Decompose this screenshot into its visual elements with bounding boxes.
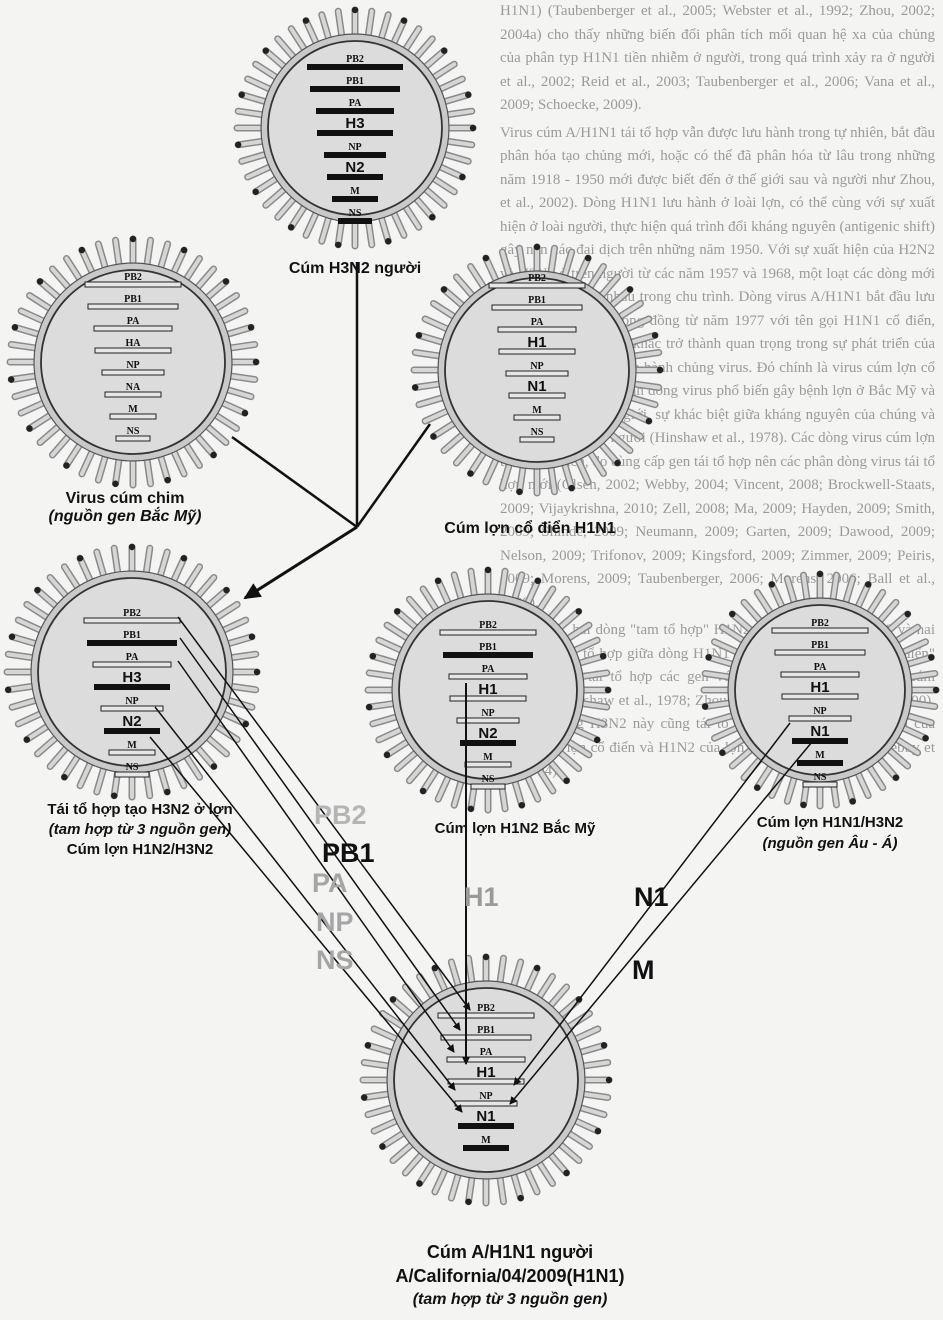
segment-text: H3 [122, 669, 141, 686]
segment-text: H1 [478, 681, 497, 698]
segment-text: HA [126, 338, 142, 349]
arrow-np [155, 707, 455, 1090]
segment-text: NS [126, 762, 139, 773]
segment-text: N1 [476, 1108, 495, 1125]
segment-text: N2 [478, 725, 497, 742]
segment-text: PA [814, 662, 827, 673]
segment-text: N1 [810, 723, 829, 740]
segment-label-n1: N1 [634, 882, 669, 913]
segment-text: PB2 [479, 620, 497, 631]
segment-text: NA [126, 382, 141, 393]
segment-text: PB1 [528, 295, 546, 306]
segment-label-ns: NS [316, 945, 354, 976]
segment-text: PB2 [123, 608, 141, 619]
segment-text: PA [126, 652, 139, 663]
segment-text: PB1 [477, 1025, 495, 1036]
segment-text: NP [348, 142, 361, 153]
line-from-classic-swine [357, 424, 430, 527]
segment-text: PA [127, 316, 140, 327]
segment-text: PB2 [528, 273, 546, 284]
segment-text: H1 [527, 334, 546, 351]
segment-text: NS [349, 208, 362, 219]
segment-text: N2 [122, 713, 141, 730]
segment-text: PA [349, 98, 362, 109]
caption-h3n2-human: Cúm H3N2 người [230, 260, 480, 278]
line-from-avian [232, 437, 357, 527]
segment-label-h1: H1 [464, 882, 499, 913]
segment-text: NP [126, 360, 139, 371]
caption-classic-swine: Cúm lợn cổ điển H1N1 [410, 520, 650, 538]
caption-eurasian: Cúm lợn H1N1/H3N2 (nguồn gen Âu - Á) [720, 812, 940, 854]
segment-text: N1 [527, 378, 546, 395]
caption-avian: Virus cúm chim (nguồn gen Bắc Mỹ) [10, 490, 240, 526]
segment-text: PA [482, 664, 495, 675]
segment-text: M [815, 750, 825, 761]
segment-text: M [128, 404, 138, 415]
segment-text: H1 [810, 679, 829, 696]
segment-text: PB1 [124, 294, 142, 305]
segment-text: PA [531, 317, 544, 328]
segment-text: PB2 [346, 54, 364, 65]
segment-text: NS [814, 772, 827, 783]
segment-text: H1 [476, 1064, 495, 1081]
segment-text: NS [482, 774, 495, 785]
caption-h1n2-na: Cúm lợn H1N2 Bắc Mỹ [400, 820, 630, 837]
segment-text: M [483, 752, 493, 763]
segment-text: PA [480, 1047, 493, 1058]
segment-text: M [532, 405, 542, 416]
virus-h3n2-human: PB2PB1PA H3NP N2M NS [235, 7, 476, 248]
segment-text: PB1 [479, 642, 497, 653]
caption-pandemic: Cúm A/H1N1 người A/California/04/2009(H1… [330, 1240, 690, 1312]
segment-text: NP [479, 1091, 492, 1102]
segment-text: PB2 [477, 1003, 495, 1014]
segment-text: NP [481, 708, 494, 719]
caption-triple-reassortant: Tái tổ hợp tạo H3N2 ở lợn (tam hợp từ 3 … [0, 800, 280, 860]
segment-text: PB1 [811, 640, 829, 651]
segment-text: NP [530, 361, 543, 372]
segment-text: PB1 [123, 630, 141, 641]
segment-label-m: M [632, 955, 655, 986]
segment-text: PB1 [346, 76, 364, 87]
segment-label-np: NP [316, 907, 354, 938]
segment-text: H3 [345, 115, 364, 132]
segment-text: PB2 [811, 618, 829, 629]
segment-text: N2 [345, 159, 364, 176]
arrow-ns [150, 737, 462, 1112]
segment-label-pa: PA [312, 868, 348, 899]
segment-text: PB2 [124, 272, 142, 283]
segment-label-pb2: PB2 [314, 800, 367, 831]
segment-text: M [481, 1135, 491, 1146]
virus-avian: PB2PB1PA HA NP NA M NS [8, 236, 259, 487]
segment-text: NP [813, 706, 826, 717]
segment-text: M [350, 186, 360, 197]
arrow-m [510, 742, 812, 1104]
segment-text: NS [127, 426, 140, 437]
segment-label-pb1: PB1 [322, 838, 375, 869]
arrow-to-triple-reassortant [245, 527, 357, 598]
segment-text: M [127, 740, 137, 751]
segment-text: NP [125, 696, 138, 707]
virus-eurasian: PB2PB1PA H1NP N1M NS [702, 571, 939, 808]
segment-text: NS [531, 427, 544, 438]
